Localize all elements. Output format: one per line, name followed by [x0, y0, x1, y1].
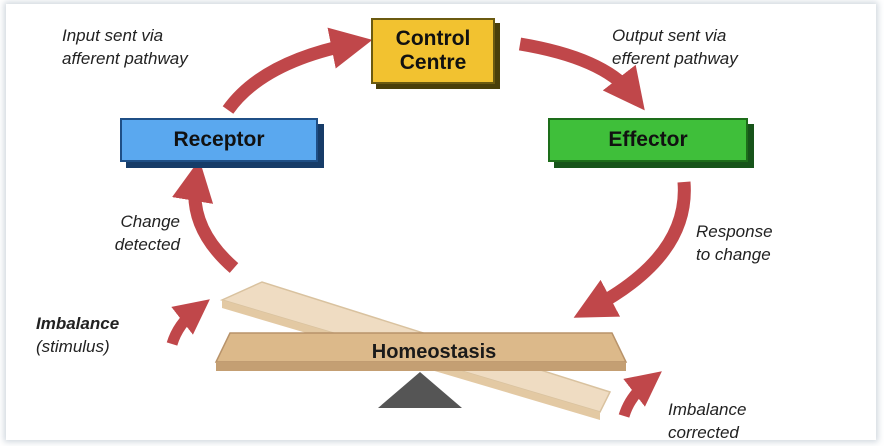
output-caption-line1: Output sent via — [612, 26, 727, 45]
input-caption: Input sent via afferent pathway — [62, 24, 188, 70]
input-caption-line1: Input sent via — [62, 26, 164, 45]
output-caption: Output sent via efferent pathway — [612, 24, 738, 70]
control-centre-line2: Centre — [399, 51, 467, 74]
arrow-control-to-effector — [518, 37, 645, 111]
control-centre-line1: Control — [395, 27, 471, 50]
effector-box: Effector — [548, 118, 748, 162]
corrected-caption-line1: Imbalance — [668, 400, 747, 419]
arrow-homeostasis-to-receptor — [172, 159, 239, 273]
level-plank-edge — [216, 362, 626, 371]
response-caption-line2: to change — [696, 245, 771, 264]
change-caption-line2: detected — [114, 235, 180, 254]
fulcrum-icon — [378, 372, 462, 408]
output-caption-line2: efferent pathway — [612, 49, 738, 68]
input-caption-line2: afferent pathway — [62, 49, 188, 68]
stimulus-caption: Imbalance (stimulus) — [36, 312, 119, 358]
response-caption: Response to change — [696, 220, 773, 266]
control-centre-box: Control Centre — [371, 18, 495, 84]
receptor-label: Receptor — [173, 128, 265, 151]
corrected-arrow-icon — [618, 371, 662, 418]
effector-label: Effector — [608, 128, 688, 151]
response-caption-line1: Response — [696, 222, 773, 241]
arrow-receptor-to-control — [222, 27, 373, 114]
change-detected-caption: Change detected — [70, 210, 180, 256]
change-caption-line1: Change — [120, 212, 180, 231]
stimulus-arrow-icon — [166, 299, 210, 346]
stimulus-caption-line2: (stimulus) — [36, 337, 110, 356]
stimulus-caption-line1: Imbalance — [36, 314, 120, 333]
receptor-box: Receptor — [120, 118, 318, 162]
arrow-effector-to-homeostasis — [573, 181, 691, 318]
homeostasis-label: Homeostasis — [371, 340, 497, 363]
corrected-caption-line2: corrected — [668, 423, 739, 442]
corrected-caption: Imbalance corrected — [668, 398, 746, 444]
